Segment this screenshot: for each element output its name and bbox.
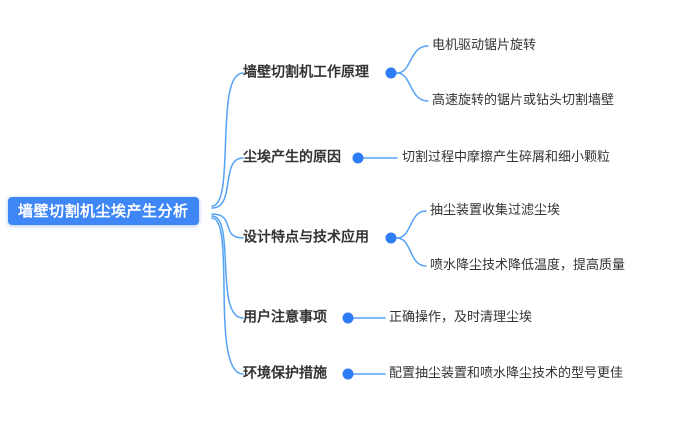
branch-working-principle-dot[interactable] [385,67,397,79]
branch-environmental-protection[interactable]: 环境保护措施 [243,365,327,382]
leaf-high-speed-cutting[interactable]: 高速旋转的锯片或钻头切割墙壁 [432,93,615,109]
leaf-friction-debris[interactable]: 切割过程中摩擦产生碎屑和细小颗粒 [402,150,611,166]
branch-design-technology-dot[interactable] [385,232,397,244]
connector-branch1-leaf1 [396,45,429,74]
leaf-equipped-models-better[interactable]: 配置抽尘装置和喷水降尘技术的型号更佳 [389,366,624,382]
branch-user-precautions[interactable]: 用户注意事项 [243,309,327,326]
leaf-correct-operation[interactable]: 正确操作，及时清理尘埃 [389,310,533,326]
branch-dust-causes-dot[interactable] [352,152,364,164]
root-node[interactable]: 墙壁切割机尘埃产生分析 [8,197,199,225]
leaf-dust-extraction-device[interactable]: 抽尘装置收集过滤尘埃 [430,203,561,219]
connector-root-branch-2 [211,157,244,209]
branch-working-principle[interactable]: 墙壁切割机工作原理 [243,64,369,81]
connector-root-branch-4 [211,215,244,319]
leaf-motor-drives-blade[interactable]: 电机驱动锯片旋转 [432,38,537,54]
connector-branch3-leaf2 [396,237,427,267]
leaf-water-spray-tech[interactable]: 喷水降尘技术降低温度，提高质量 [430,258,626,274]
connector-branch1-leaf2 [396,72,429,102]
branch-dust-causes[interactable]: 尘埃产生的原因 [243,149,341,166]
connector-branch3-leaf1 [396,210,427,239]
branch-user-precautions-dot[interactable] [342,312,354,324]
connector-root-branch-1 [211,72,244,207]
connector-root-branch-3 [211,213,244,239]
branch-design-technology[interactable]: 设计特点与技术应用 [243,229,369,246]
connector-root-branch-5 [211,217,244,375]
branch-environmental-protection-dot[interactable] [342,368,354,380]
